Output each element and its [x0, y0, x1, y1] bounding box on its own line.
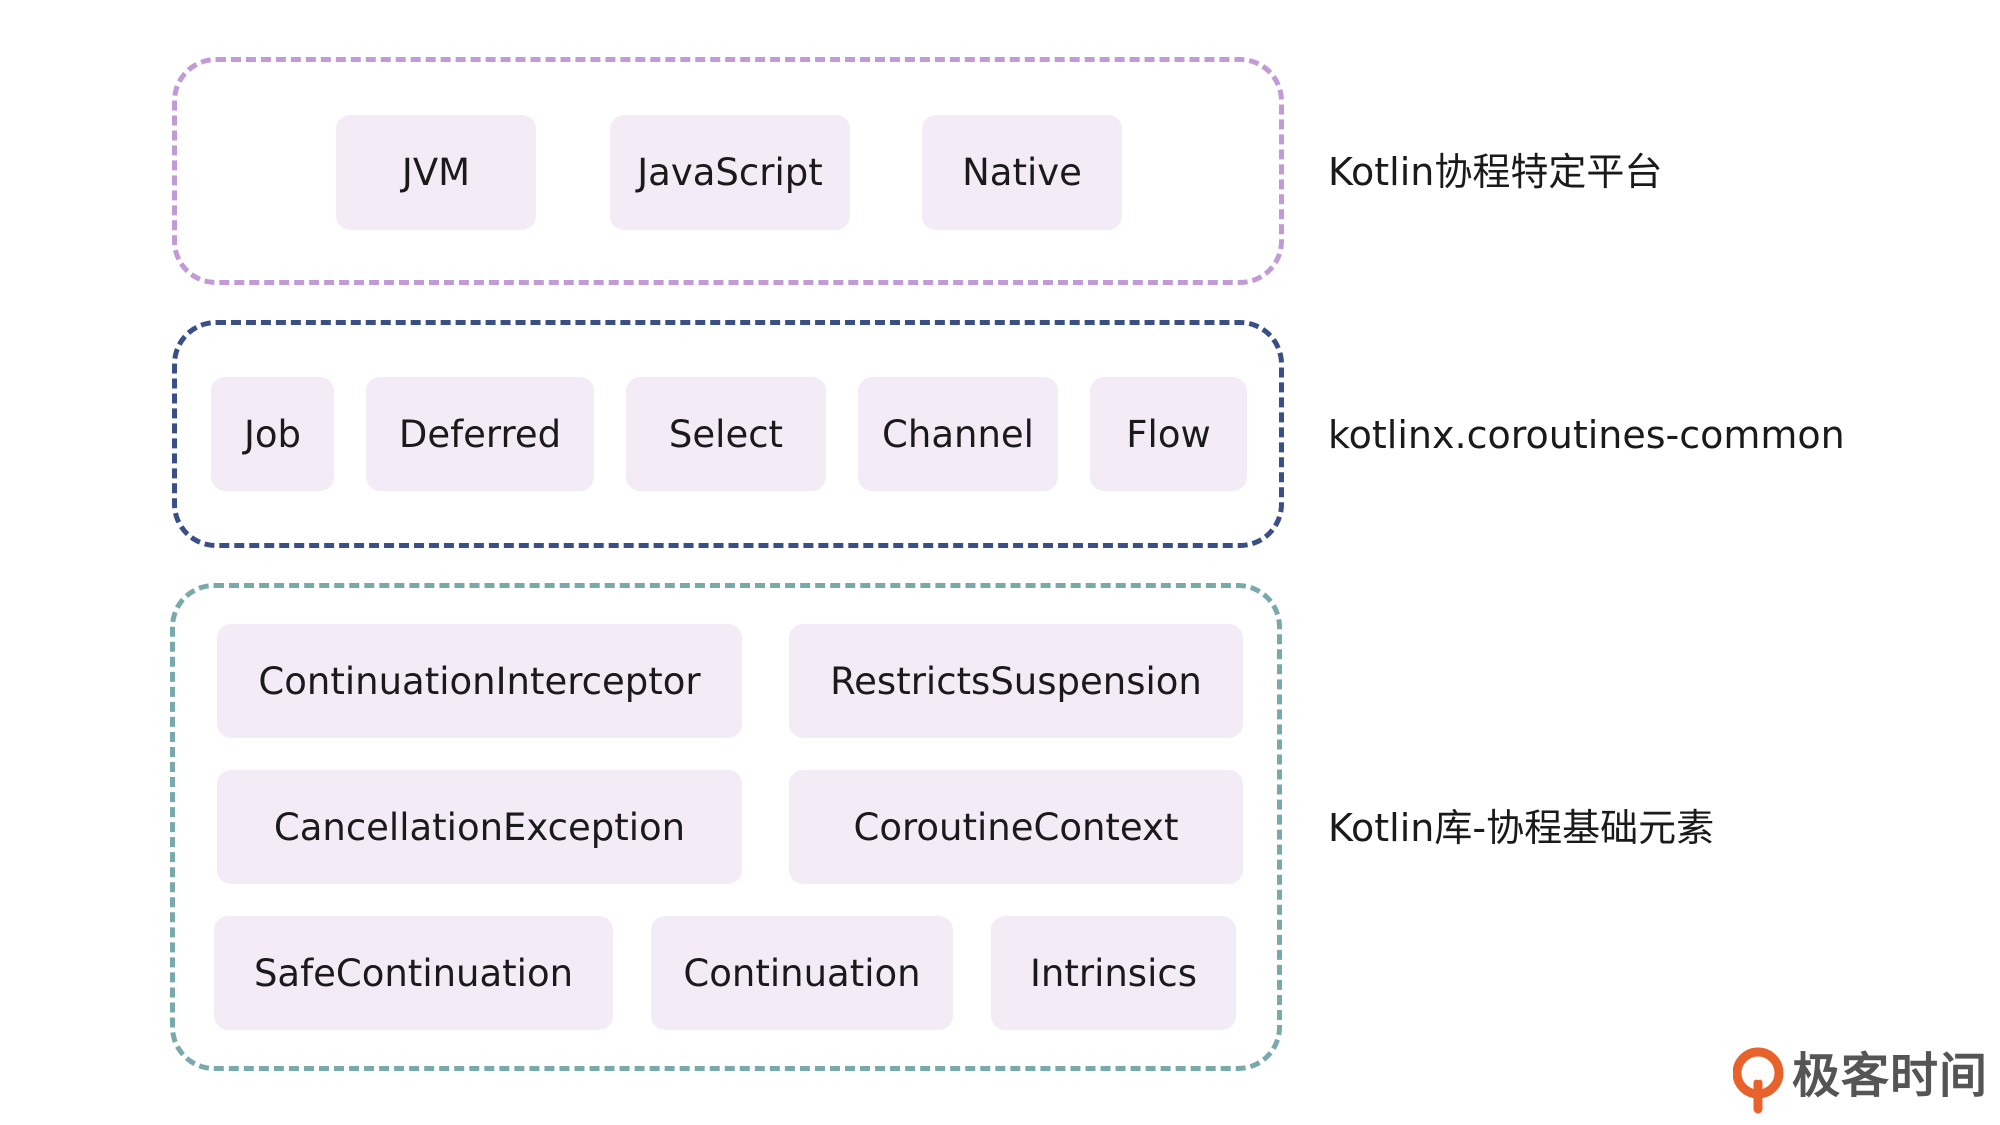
chip-flow: Flow [1090, 377, 1247, 491]
primitives-layer-box [170, 583, 1282, 1071]
geektime-logo-text: 极客时间 [1792, 1048, 1989, 1104]
geektime-logo-icon [1733, 1047, 1784, 1114]
platform-layer-box [172, 57, 1284, 285]
chip-continuation-interceptor: ContinuationInterceptor [217, 624, 742, 738]
chip-safe-continuation: SafeContinuation [214, 916, 613, 1030]
chip-native: Native [922, 115, 1122, 230]
chip-intrinsics: Intrinsics [991, 916, 1236, 1030]
chip-deferred: Deferred [366, 377, 594, 491]
chip-continuation: Continuation [651, 916, 953, 1030]
chip-coroutine-context: CoroutineContext [789, 770, 1243, 884]
chip-jvm: JVM [336, 115, 536, 230]
chip-job: Job [211, 377, 334, 491]
common-layer-box [172, 320, 1284, 548]
chip-cancellation-exception: CancellationException [217, 770, 742, 884]
primitives-layer-label: Kotlin库-协程基础元素 [1328, 806, 1715, 850]
common-layer-label: kotlinx.coroutines-common [1328, 413, 1845, 457]
chip-restricts-suspension: RestrictsSuspension [789, 624, 1243, 738]
chip-select: Select [626, 377, 826, 491]
chip-javascript: JavaScript [610, 115, 850, 230]
platform-layer-label: Kotlin协程特定平台 [1328, 150, 1663, 194]
chip-channel: Channel [858, 377, 1058, 491]
